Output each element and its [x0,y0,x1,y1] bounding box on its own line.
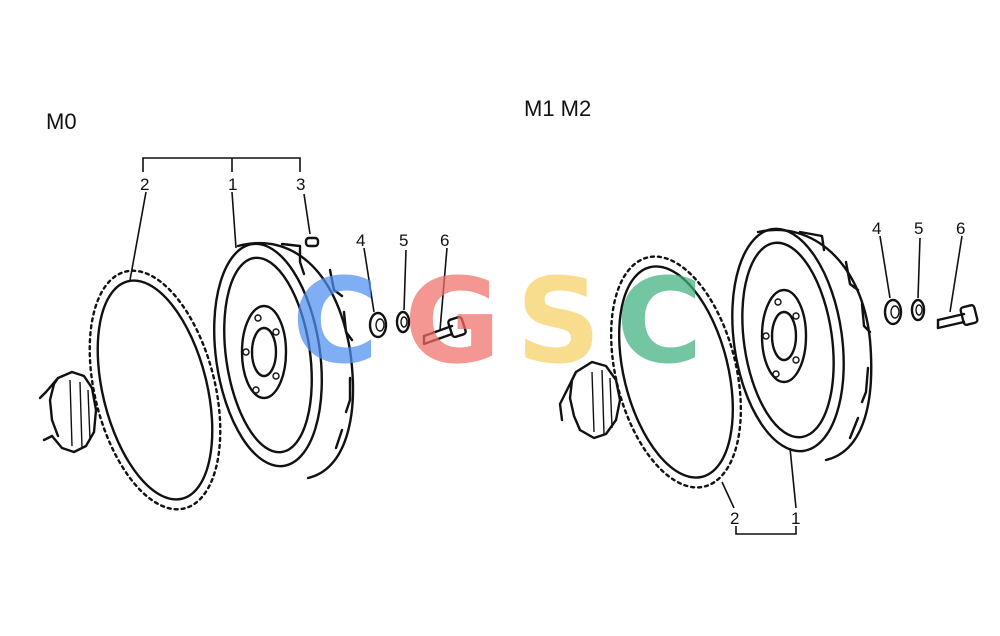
leader-lines-m0 [129,157,448,331]
bearing-m0 [368,311,388,339]
ring-gear-m1-m2 [609,255,743,489]
watermark-letter-c2: C [616,252,703,390]
watermark-letter-c1: C [292,252,379,390]
bearing-m1-m2 [883,298,903,326]
callout-1-m0: 1 [228,175,237,194]
callout-3-m0: 3 [296,175,305,194]
bolt-m1-m2 [936,304,979,330]
watermark-letter-s: S [516,252,601,390]
callout-2-m1-m2: 2 [730,509,739,528]
watermark-cgsc: C G S C [292,252,703,390]
dowel-pin-m0 [304,236,320,248]
callout-2-m0: 2 [140,175,149,194]
callout-6-m1-m2: 6 [956,219,965,238]
variant-label-m1-m2: M1 M2 [524,96,591,121]
watermark-letter-g: G [404,252,501,390]
leader-lines-m1-m2 [721,235,963,535]
callout-4-m0: 4 [356,231,365,250]
assembly-m1-m2 [558,227,979,535]
crankshaft-flange-m0 [38,370,98,454]
flywheel-m0 [212,241,355,480]
callout-5-m0: 5 [399,231,408,250]
ring-gear-m0 [88,269,222,511]
washer-m0 [395,310,411,334]
callout-1-m1-m2: 1 [791,509,800,528]
variant-label-m0: M0 [46,109,77,134]
callout-6-m0: 6 [440,231,449,250]
callout-5-m1-m2: 5 [914,219,923,238]
flywheel-m1-m2 [731,227,873,462]
callout-4-m1-m2: 4 [872,219,881,238]
bolt-m0 [422,315,467,346]
assembly-m0 [38,157,467,511]
washer-m1-m2 [910,298,926,322]
